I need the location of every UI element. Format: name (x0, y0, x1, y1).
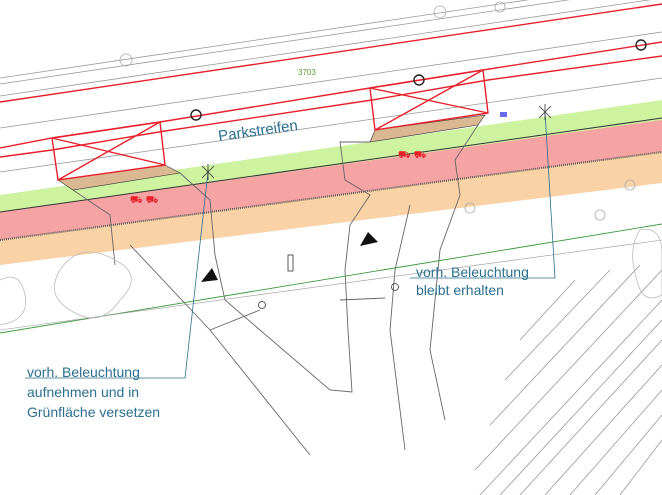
note-right: vorh. Beleuchtung bleibt erhalten (416, 263, 529, 299)
tree-outlines (0, 228, 662, 326)
note-left: vorh. Beleuchtung aufnehmen und in Grünf… (27, 362, 160, 422)
manhole-icons (119, 1, 636, 221)
green-strip (0, 100, 662, 215)
red-band (0, 120, 662, 240)
note-left-line: vorh. Beleuchtung (27, 364, 140, 380)
note-left-line: Grünfläche versetzen (27, 404, 161, 420)
direction-arrow-icon (201, 268, 218, 282)
direction-arrow-icon (360, 232, 378, 246)
leader-lines (25, 111, 556, 379)
parking-symbols: ⛟ ⛟ ⛟ ⛟ (130, 150, 427, 206)
note-left-line: aufnehmen und in (27, 384, 140, 400)
svg-text:⛟ ⛟: ⛟ ⛟ (130, 195, 159, 206)
hatched-area (474, 264, 662, 495)
orange-band (0, 152, 662, 265)
parking-boundaries (0, 3, 662, 181)
road-lines (0, 0, 662, 173)
path-lines (72, 124, 479, 456)
svg-text:⛟ ⛟: ⛟ ⛟ (398, 150, 427, 161)
marker-icon (500, 112, 507, 117)
parcel-number: 3703 (298, 68, 316, 77)
lamp-icon (201, 104, 552, 180)
tree-circles (190, 39, 647, 121)
note-right-line: bleibt erhalten (416, 282, 504, 298)
note-right-line: vorh. Beleuchtung (416, 264, 529, 280)
